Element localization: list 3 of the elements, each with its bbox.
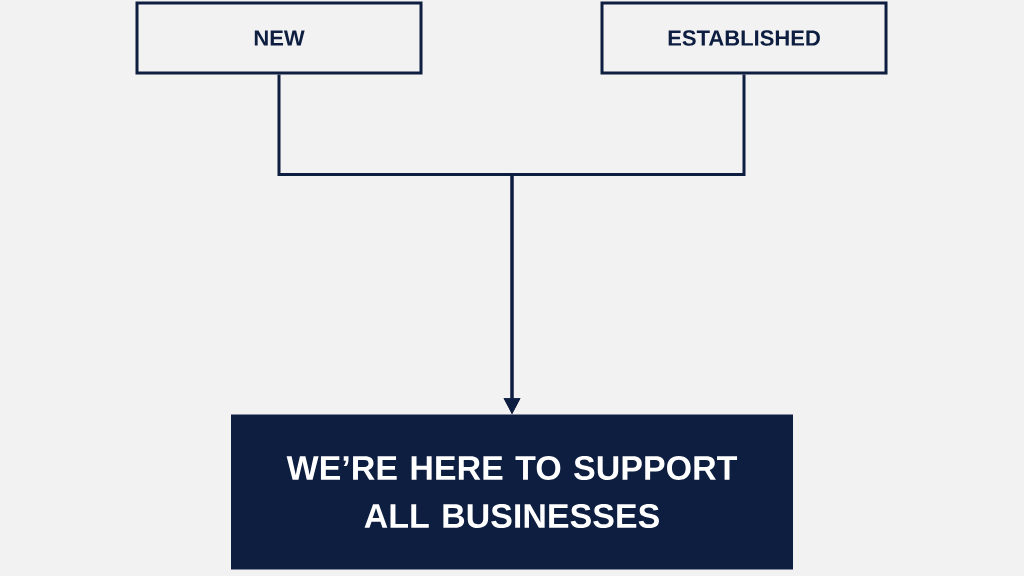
category-box: ESTABLISHED (600, 1, 888, 75)
category-box: NEW (135, 1, 423, 75)
message-box: WE’RE HERE TO SUPPORT ALL BUSINESSES (231, 414, 793, 570)
